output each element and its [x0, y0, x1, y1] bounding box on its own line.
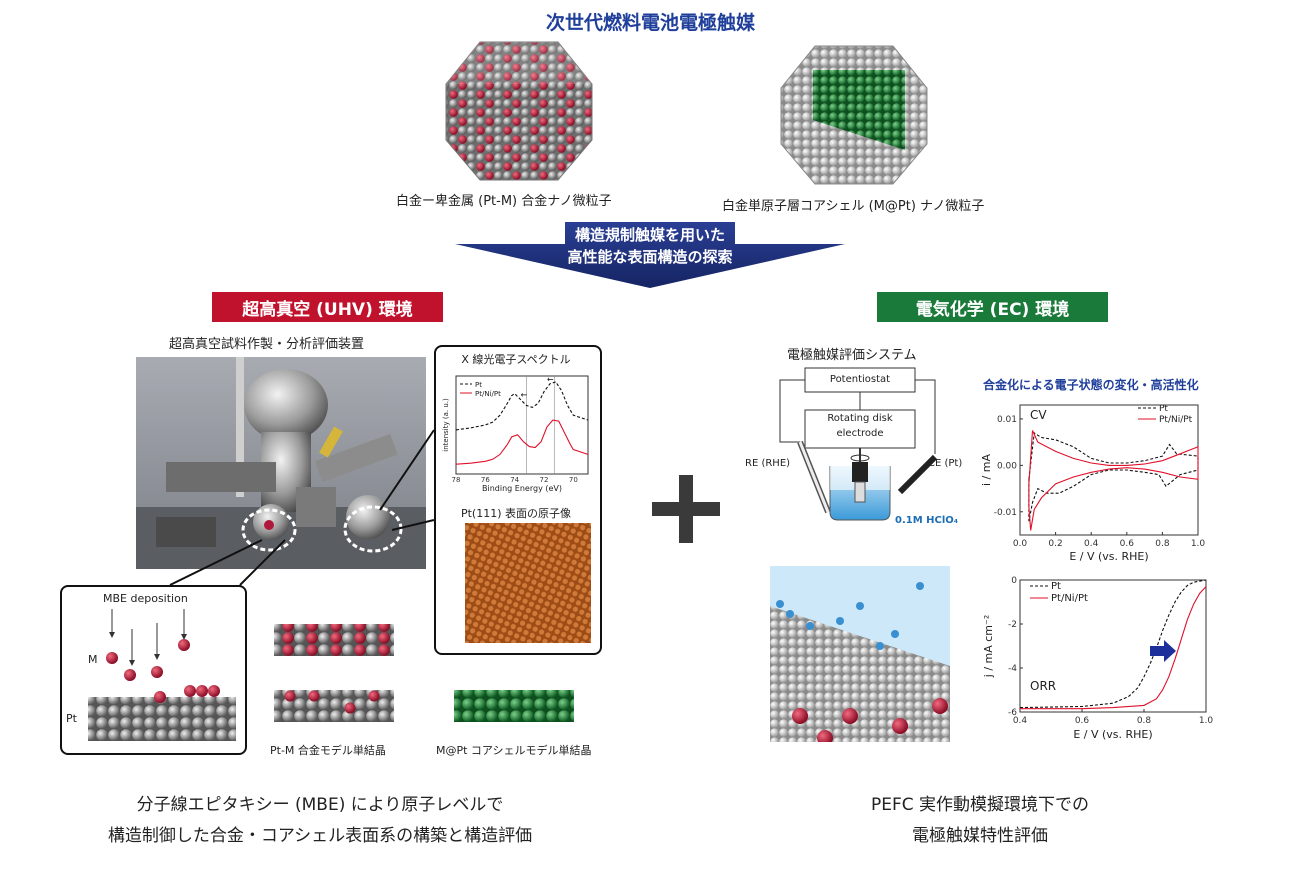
- down-arrow-banner-icon: [455, 222, 845, 288]
- electrochemical-cell-diagram: [779, 367, 938, 521]
- uhv-description: 分子線エピタキシー (MBE) により原子レベルで 構造制御した合金・コアシェル…: [40, 790, 600, 852]
- cv-x-tick-label: 0.2: [1048, 539, 1062, 549]
- m-pt-core-shell-model: [454, 690, 574, 722]
- xps-series-0: [455, 381, 589, 431]
- stm-title: Pt(111) 表面の原子像: [460, 507, 572, 520]
- core-shell-caption: 白金単原子層コアシェル (M@Pt) ナノ微粒子: [722, 199, 985, 214]
- xps-x-tick-label: 74: [510, 476, 519, 484]
- ec-description-line-2: 電極触媒特性評価: [912, 826, 1048, 846]
- ec-description-line-1: PEFC 実作動模擬環境下での: [870, 795, 1090, 815]
- cv-chart: 0.0 0.2 0.4 0.6 0.8 1.0 0.01 0.00 -0.01 E / V (vs…: [980, 404, 1206, 563]
- xps-y-axis-label: intensity (a. u.): [442, 398, 450, 452]
- cv-x-tick-label: 0.0: [1013, 539, 1028, 549]
- xps-plot-frame: [455, 375, 589, 475]
- orr-x-tick-label: 0.8: [1137, 716, 1152, 726]
- m-pt-model-caption: M@Pt コアシェルモデル単結晶: [436, 744, 592, 757]
- xps-legend-label: Pt: [475, 381, 482, 389]
- orr-annotation: ORR: [1030, 679, 1056, 693]
- m-label: M: [88, 653, 98, 666]
- xps-x-tick-label: 70: [569, 476, 578, 484]
- mbe-illustration: [88, 609, 236, 741]
- orr-x-axis-label: E / V (vs. RHE): [1073, 728, 1152, 741]
- uhv-description-line-1: 分子線エピタキシー (MBE) により原子レベルで: [136, 795, 504, 815]
- orr-y-tick-label: -2: [1008, 620, 1017, 630]
- rde-label-line-1: Rotating disk: [827, 413, 893, 424]
- xps-shift-arrow-1: ←: [521, 391, 528, 400]
- cv-x-axis-label: E / V (vs. RHE): [1069, 550, 1148, 563]
- xps-x-axis-label: Binding Energy (eV): [482, 484, 562, 493]
- xps-shift-arrow-2: ←: [547, 375, 554, 384]
- ec-heading: 電気化学 (EC) 環境: [877, 292, 1108, 322]
- cv-x-tick-label: 1.0: [1191, 539, 1206, 549]
- orr-x-tick-label: 1.0: [1199, 716, 1214, 726]
- cv-y-tick-label: -0.01: [994, 508, 1017, 518]
- apparatus-caption: 超高真空試料作製・分析評価装置: [169, 337, 365, 352]
- uhv-apparatus-photo: [136, 357, 426, 569]
- cv-legend-label: Pt/Ni/Pt: [1159, 415, 1193, 425]
- ce-label: CE (Pt): [928, 458, 963, 469]
- mbe-label: MBE deposition: [103, 592, 188, 605]
- uhv-description-line-2: 構造制御した合金・コアシェル表面系の構築と構造評価: [107, 826, 533, 846]
- orr-chart: 0.4 0.6 0.8 1.0 0 -2 -4 -6 E / V (vs. RHE) j / mA…: [982, 576, 1214, 741]
- uhv-heading: 超高真空 (UHV) 環境: [212, 292, 443, 322]
- cv-x-tick-label: 0.6: [1120, 539, 1135, 549]
- xps-title: X 線光電子スペクトル: [461, 353, 571, 366]
- cv-y-tick-label: 0.01: [997, 415, 1017, 425]
- re-label: RE (RHE): [745, 458, 791, 469]
- potentiostat-label: Potentiostat: [829, 374, 891, 385]
- cv-x-tick-label: 0.8: [1155, 539, 1170, 549]
- pt-m-surface-model-bottom: [274, 690, 394, 722]
- alloy-note: 合金化による電子状態の変化・高活性化: [983, 378, 1199, 392]
- orr-series-1: [1020, 586, 1207, 710]
- orr-y-tick-label: -6: [1008, 708, 1017, 718]
- xps-x-tick-label: 72: [540, 476, 549, 484]
- electrolyte-label: 0.1M HClO₄: [895, 515, 959, 526]
- xps-x-tick-label: 78: [452, 476, 461, 484]
- pt-m-caption: 白金ー卑金属 (Pt-M) 合金ナノ微粒子: [396, 194, 612, 209]
- orr-legend-label: Pt: [1051, 581, 1061, 592]
- cv-annotation: CV: [1030, 408, 1047, 422]
- orr-plot-frame: [1019, 579, 1207, 713]
- xps-x-tick-label: 76: [481, 476, 490, 484]
- plus-icon: [652, 475, 720, 543]
- pt-label: Pt: [66, 712, 77, 725]
- orr-x-tick-label: 0.6: [1075, 716, 1090, 726]
- banner-line-1: 構造規制触媒を用いた: [574, 226, 725, 244]
- orr-y-tick-label: -4: [1008, 664, 1017, 674]
- banner-line-2: 高性能な表面構造の探索: [567, 248, 733, 266]
- cv-series-1: [1028, 430, 1199, 531]
- cv-x-tick-label: 0.4: [1084, 539, 1099, 549]
- cv-y-tick-label: 0.00: [997, 461, 1017, 471]
- cv-legend-label: Pt: [1159, 404, 1168, 414]
- electrolyte-surface-render: [770, 566, 950, 742]
- pt-m-model-caption: Pt-M 合金モデル単結晶: [270, 744, 386, 757]
- core-shell-nanoparticle-image: [780, 45, 928, 185]
- orr-legend-label: Pt/Ni/Pt: [1051, 593, 1088, 604]
- banner-text: 構造規制触媒を用いた 高性能な表面構造の探索: [455, 224, 845, 268]
- orr-y-axis-label: j / mA cm⁻²: [982, 615, 995, 678]
- orr-y-tick-label: 0: [1011, 576, 1017, 586]
- cv-y-axis-label: i / mA: [980, 454, 993, 486]
- xps-series-1: [455, 419, 589, 465]
- system-caption: 電極触媒評価システム: [787, 348, 917, 363]
- cv-series-0: [1028, 431, 1199, 522]
- stm-atomic-image: [465, 523, 591, 643]
- ec-description: PEFC 実作動模擬環境下での 電極触媒特性評価: [780, 790, 1180, 852]
- orr-shift-arrow-icon: [1150, 640, 1176, 662]
- pt-m-surface-model-top: [274, 624, 394, 656]
- rde-label-line-2: electrode: [836, 428, 884, 439]
- page-title: 次世代燃料電池電極触媒: [545, 12, 755, 34]
- pt-m-alloy-nanoparticle-image: [445, 41, 593, 181]
- xps-legend-label: Pt/Ni/Pt: [475, 390, 501, 398]
- orr-x-tick-label: 0.4: [1013, 716, 1028, 726]
